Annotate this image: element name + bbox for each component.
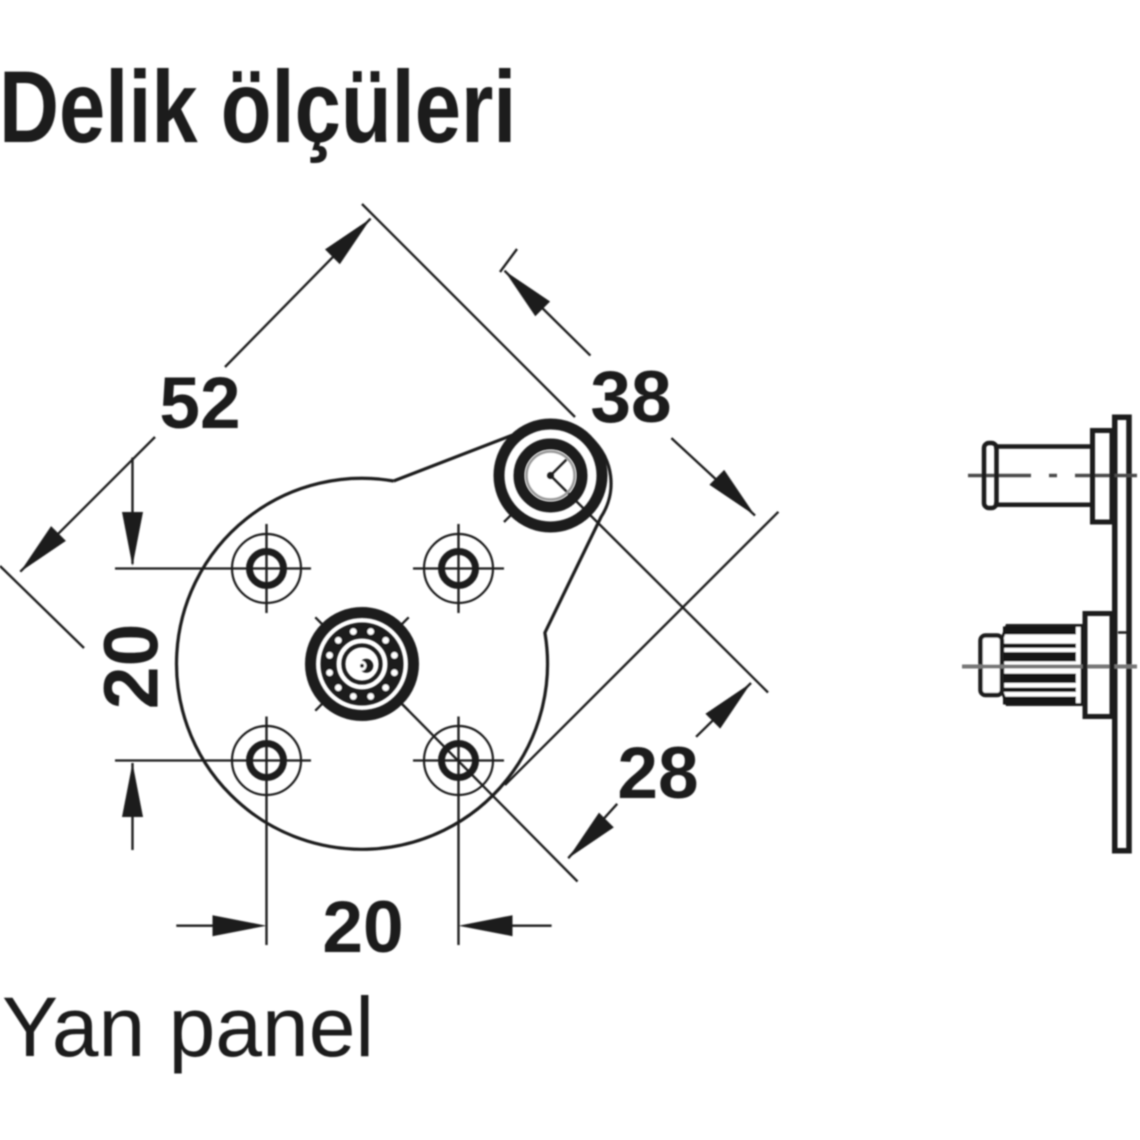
svg-text:20: 20	[89, 624, 175, 710]
svg-text:28: 28	[617, 733, 698, 814]
svg-text:52: 52	[159, 363, 240, 444]
svg-text:Yan panel: Yan panel	[2, 980, 374, 1074]
svg-text:38: 38	[590, 357, 671, 438]
svg-text:20: 20	[322, 887, 403, 968]
svg-text:Delik ölçüleri: Delik ölçüleri	[0, 50, 516, 164]
